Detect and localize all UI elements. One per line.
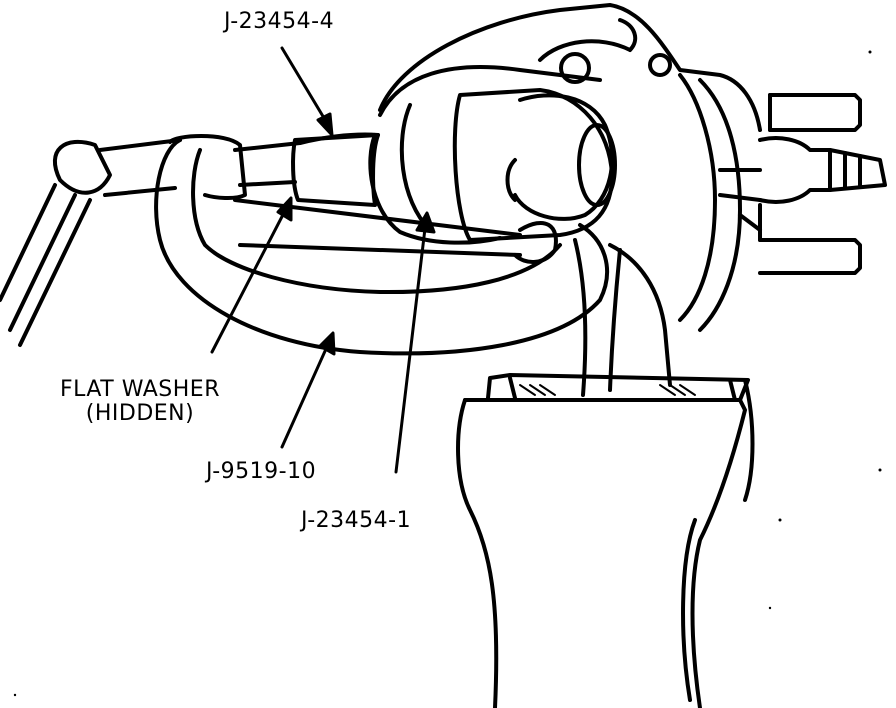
receiver-cup <box>368 65 614 245</box>
arrowhead-receiver <box>415 211 436 234</box>
scan-specks <box>13 50 882 697</box>
label-receiver-cup: J-23454-1 <box>301 508 412 533</box>
arrowhead-spreader <box>316 112 334 137</box>
mounting-studs <box>738 93 887 275</box>
leader-receiver <box>394 218 428 474</box>
label-c-clamp: J-9519-10 <box>206 459 317 484</box>
steering-knuckle <box>378 3 762 397</box>
label-flat-washer-line1: FLAT WASHER <box>60 377 220 402</box>
leader-lines <box>210 46 436 474</box>
arrowhead-c-clamp <box>318 331 336 356</box>
label-flat-washer-line2: (HIDDEN) <box>85 401 195 426</box>
label-spreader-tool: J-23454-4 <box>224 9 335 34</box>
wrench-handle <box>0 139 112 347</box>
leader-c-clamp <box>280 338 332 449</box>
c-clamp-frame <box>154 134 610 356</box>
arrowhead-washer <box>276 196 293 222</box>
forcing-screw <box>98 138 302 197</box>
spreader-cylinder <box>291 132 380 207</box>
leader-washer <box>210 203 290 354</box>
label-flat-washer: FLAT WASHER (HIDDEN) <box>40 378 240 426</box>
leader-spreader <box>280 46 332 130</box>
vise-body <box>456 373 755 708</box>
ball-joint-stud <box>505 93 617 221</box>
